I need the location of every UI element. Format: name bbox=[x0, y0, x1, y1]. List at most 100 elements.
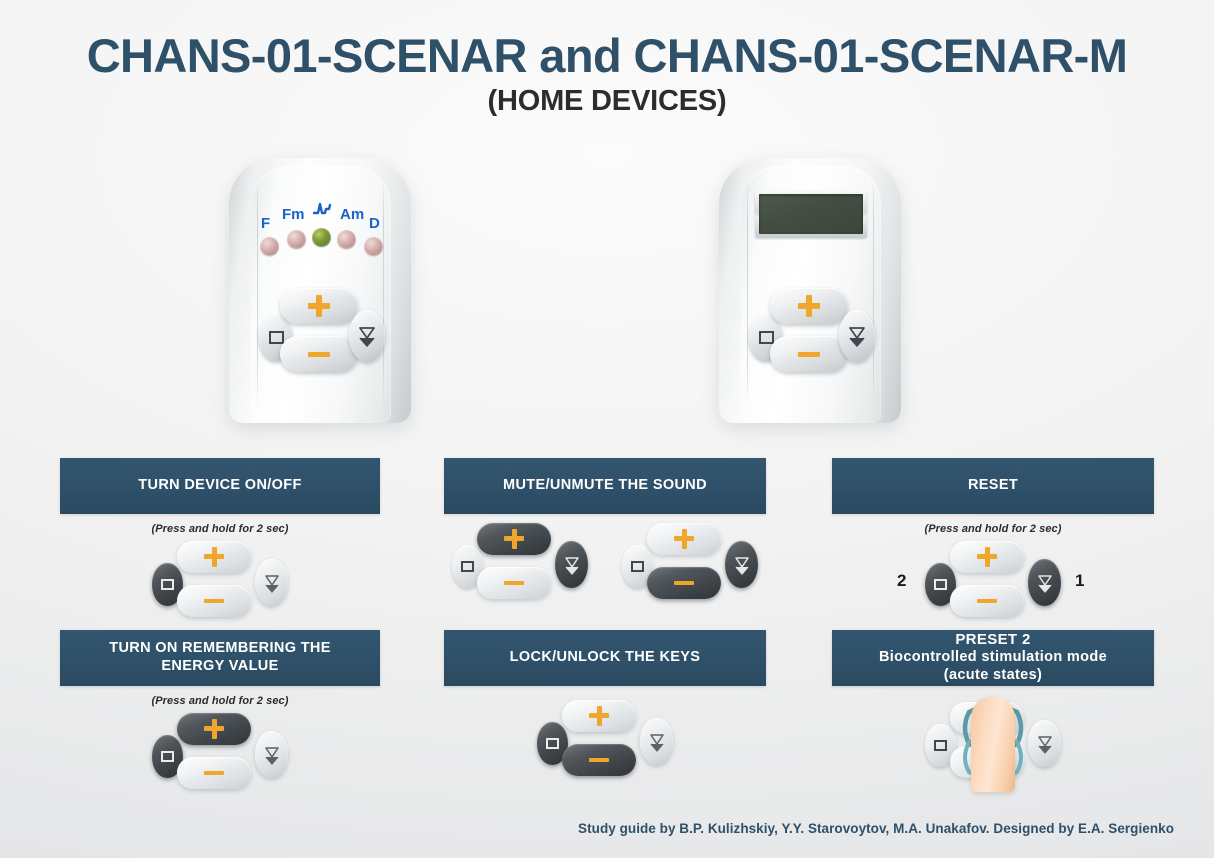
device-keypad bbox=[251, 288, 391, 388]
square-icon bbox=[934, 740, 947, 751]
minus-icon bbox=[280, 336, 358, 372]
keypad-diagram bbox=[622, 523, 758, 601]
plus-icon bbox=[504, 529, 524, 549]
diagram-minus-button[interactable] bbox=[177, 585, 251, 617]
diagram-minus-button[interactable] bbox=[562, 744, 636, 776]
led-label-f: F bbox=[261, 215, 271, 232]
led-fm bbox=[287, 230, 306, 249]
page-title: CHANS-01-SCENAR and CHANS-01-SCENAR-M bbox=[86, 29, 1128, 82]
keypad-diagram bbox=[152, 541, 288, 619]
keypad-diagram: 2 1 bbox=[897, 541, 1084, 619]
hold-note: (Press and hold for 2 sec) bbox=[151, 523, 289, 535]
panel-heading-line-1: TURN DEVICE ON/OFF bbox=[138, 477, 302, 494]
square-icon bbox=[161, 579, 174, 590]
diagram-plus-button[interactable] bbox=[477, 523, 551, 555]
hold-note: (Press and hold for 2 sec) bbox=[151, 695, 289, 707]
diagram-plus-button[interactable] bbox=[177, 713, 251, 745]
chevron-down-icon bbox=[640, 718, 673, 765]
diagram-plus-button[interactable] bbox=[177, 541, 251, 573]
panel-header: RESET bbox=[832, 458, 1154, 514]
panel-header: PRESET 2 Biocontrolled stimulation mode … bbox=[832, 630, 1154, 686]
lcd-bezel bbox=[755, 190, 867, 238]
diagram-square-button[interactable] bbox=[452, 545, 483, 588]
chevron-down-icon bbox=[839, 310, 875, 362]
minus-icon bbox=[674, 580, 694, 586]
chevron-down-icon bbox=[1028, 559, 1061, 606]
led-f bbox=[260, 237, 279, 256]
minus-button[interactable] bbox=[280, 336, 358, 372]
keypad-diagram bbox=[452, 523, 588, 601]
led-label-row: F Fm Am D bbox=[251, 202, 391, 232]
diagram-plus-button[interactable] bbox=[562, 700, 636, 732]
finger-icon bbox=[971, 696, 1015, 792]
square-icon bbox=[259, 314, 293, 361]
led-label-fm: Fm bbox=[282, 206, 305, 223]
diagram-chevron-down-button[interactable] bbox=[555, 541, 588, 588]
diagram-chevron-down-button[interactable] bbox=[640, 718, 673, 765]
device-keypad bbox=[741, 288, 881, 388]
diagram-chevron-down-button[interactable] bbox=[1028, 559, 1061, 606]
panel-header: TURN ON REMEMBERING THE ENERGY VALUE bbox=[60, 630, 380, 686]
panel-turn-on-remembering-energy-value: TURN ON REMEMBERING THE ENERGY VALUE (Pr… bbox=[60, 630, 380, 797]
chevron-down-icon bbox=[555, 541, 588, 588]
panel-heading-line-1: PRESET 2 bbox=[955, 631, 1031, 649]
panel-header: TURN DEVICE ON/OFF bbox=[60, 458, 380, 514]
diagram-square-button[interactable] bbox=[152, 563, 183, 606]
panel-header: LOCK/UNLOCK THE KEYS bbox=[444, 630, 766, 686]
diagram-chevron-down-button[interactable] bbox=[725, 541, 758, 588]
diagram-chevron-down-button[interactable] bbox=[1028, 720, 1061, 767]
panel-turn-device-on-off: TURN DEVICE ON/OFF (Press and hold for 2… bbox=[60, 458, 380, 625]
plus-icon bbox=[770, 288, 848, 324]
chevron-down-icon bbox=[1028, 720, 1061, 767]
panel-reset: RESET (Press and hold for 2 sec) 2 1 bbox=[832, 458, 1154, 625]
led-label-d: D bbox=[369, 215, 380, 232]
footer-credit: Study guide by B.P. Kulizhskiy, Y.Y. Sta… bbox=[578, 821, 1174, 836]
chevron-down-icon bbox=[255, 559, 288, 606]
diagram-chevron-down-button[interactable] bbox=[255, 559, 288, 606]
minus-icon bbox=[504, 580, 524, 586]
square-icon bbox=[161, 751, 174, 762]
diagram-chevron-down-button[interactable] bbox=[255, 731, 288, 778]
step-number-1: 1 bbox=[1075, 571, 1085, 590]
device-scenar-m bbox=[719, 158, 901, 423]
minus-icon bbox=[204, 598, 224, 604]
panel-header: MUTE/UNMUTE THE SOUND bbox=[444, 458, 766, 514]
panel-preset-2: PRESET 2 Biocontrolled stimulation mode … bbox=[832, 630, 1154, 798]
diagram-plus-button[interactable] bbox=[647, 523, 721, 555]
panel-heading-line-2: Biocontrolled stimulation mode bbox=[878, 649, 1107, 666]
plus-icon bbox=[977, 547, 997, 567]
square-icon bbox=[631, 561, 644, 572]
plus-button[interactable] bbox=[280, 288, 358, 324]
square-icon bbox=[546, 738, 559, 749]
led-wave bbox=[312, 228, 331, 247]
chevron-down-button[interactable] bbox=[349, 310, 385, 362]
square-icon bbox=[461, 561, 474, 572]
finger-press-illustration bbox=[925, 696, 1061, 792]
page-title-block: CHANS-01-SCENAR and CHANS-01-SCENAR-M (H… bbox=[0, 29, 1214, 118]
square-icon bbox=[934, 579, 947, 590]
page-subtitle: (HOME DEVICES) bbox=[487, 84, 727, 117]
panel-heading-line-1: RESET bbox=[967, 477, 1019, 494]
panel-mute-unmute-the-sound: MUTE/UNMUTE THE SOUND bbox=[444, 458, 766, 607]
keypad-diagram bbox=[537, 700, 673, 778]
led-label-am: Am bbox=[340, 206, 365, 223]
waveform-icon bbox=[313, 202, 332, 215]
chevron-down-button[interactable] bbox=[839, 310, 875, 362]
minus-button[interactable] bbox=[770, 336, 848, 372]
plus-icon bbox=[589, 706, 609, 726]
diagram-minus-button[interactable] bbox=[950, 585, 1024, 617]
plus-button[interactable] bbox=[770, 288, 848, 324]
plus-icon bbox=[204, 547, 224, 567]
lcd-screen bbox=[759, 194, 863, 234]
hold-note: (Press and hold for 2 sec) bbox=[924, 523, 1062, 535]
plus-icon bbox=[674, 529, 694, 549]
diagram-minus-button[interactable] bbox=[647, 567, 721, 599]
diagram-minus-button[interactable] bbox=[177, 757, 251, 789]
diagram-minus-button[interactable] bbox=[477, 567, 551, 599]
panel-heading-line-1: MUTE/UNMUTE THE SOUND bbox=[503, 477, 707, 494]
step-number-2: 2 bbox=[897, 571, 907, 590]
keypad-diagram-with-finger bbox=[925, 696, 1061, 792]
panel-heading-line-1: TURN ON REMEMBERING THE bbox=[109, 640, 331, 657]
led-am bbox=[337, 230, 356, 249]
diagram-plus-button[interactable] bbox=[950, 541, 1024, 573]
